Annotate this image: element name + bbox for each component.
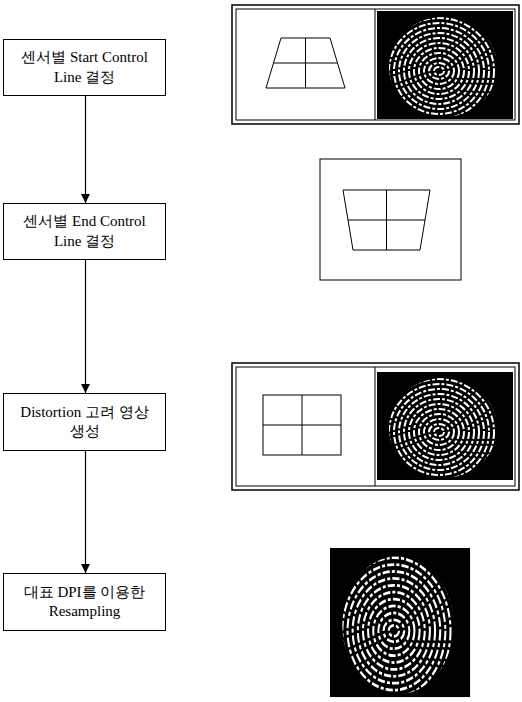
control-grid bbox=[343, 190, 430, 250]
panel-divider bbox=[375, 9, 376, 120]
image-panel bbox=[320, 159, 461, 280]
control-grid bbox=[266, 38, 345, 88]
process-box: 대표 DPI를 이용한 Resampling bbox=[3, 573, 166, 631]
box-label: Distortion 고려 영상 생성 bbox=[19, 403, 151, 442]
control-grid bbox=[263, 395, 341, 455]
box-label: 대표 DPI를 이용한 Resampling bbox=[19, 583, 151, 622]
image-panel bbox=[232, 363, 519, 490]
box-label: 센서별 End Control Line 결정 bbox=[19, 212, 151, 251]
fingerprint-image bbox=[330, 548, 470, 702]
flow-arrow bbox=[85, 260, 86, 393]
panel-divider bbox=[375, 367, 376, 486]
box-label: 센서별 Start Control Line 결정 bbox=[19, 48, 151, 87]
flow-arrow bbox=[85, 451, 86, 573]
process-box: Distortion 고려 영상 생성 bbox=[3, 393, 166, 451]
flow-arrow bbox=[85, 96, 86, 203]
process-box: 센서별 Start Control Line 결정 bbox=[3, 39, 166, 96]
process-box: 센서별 End Control Line 결정 bbox=[3, 203, 166, 260]
fingerprint-image bbox=[377, 11, 513, 129]
fingerprint-image bbox=[377, 372, 513, 490]
